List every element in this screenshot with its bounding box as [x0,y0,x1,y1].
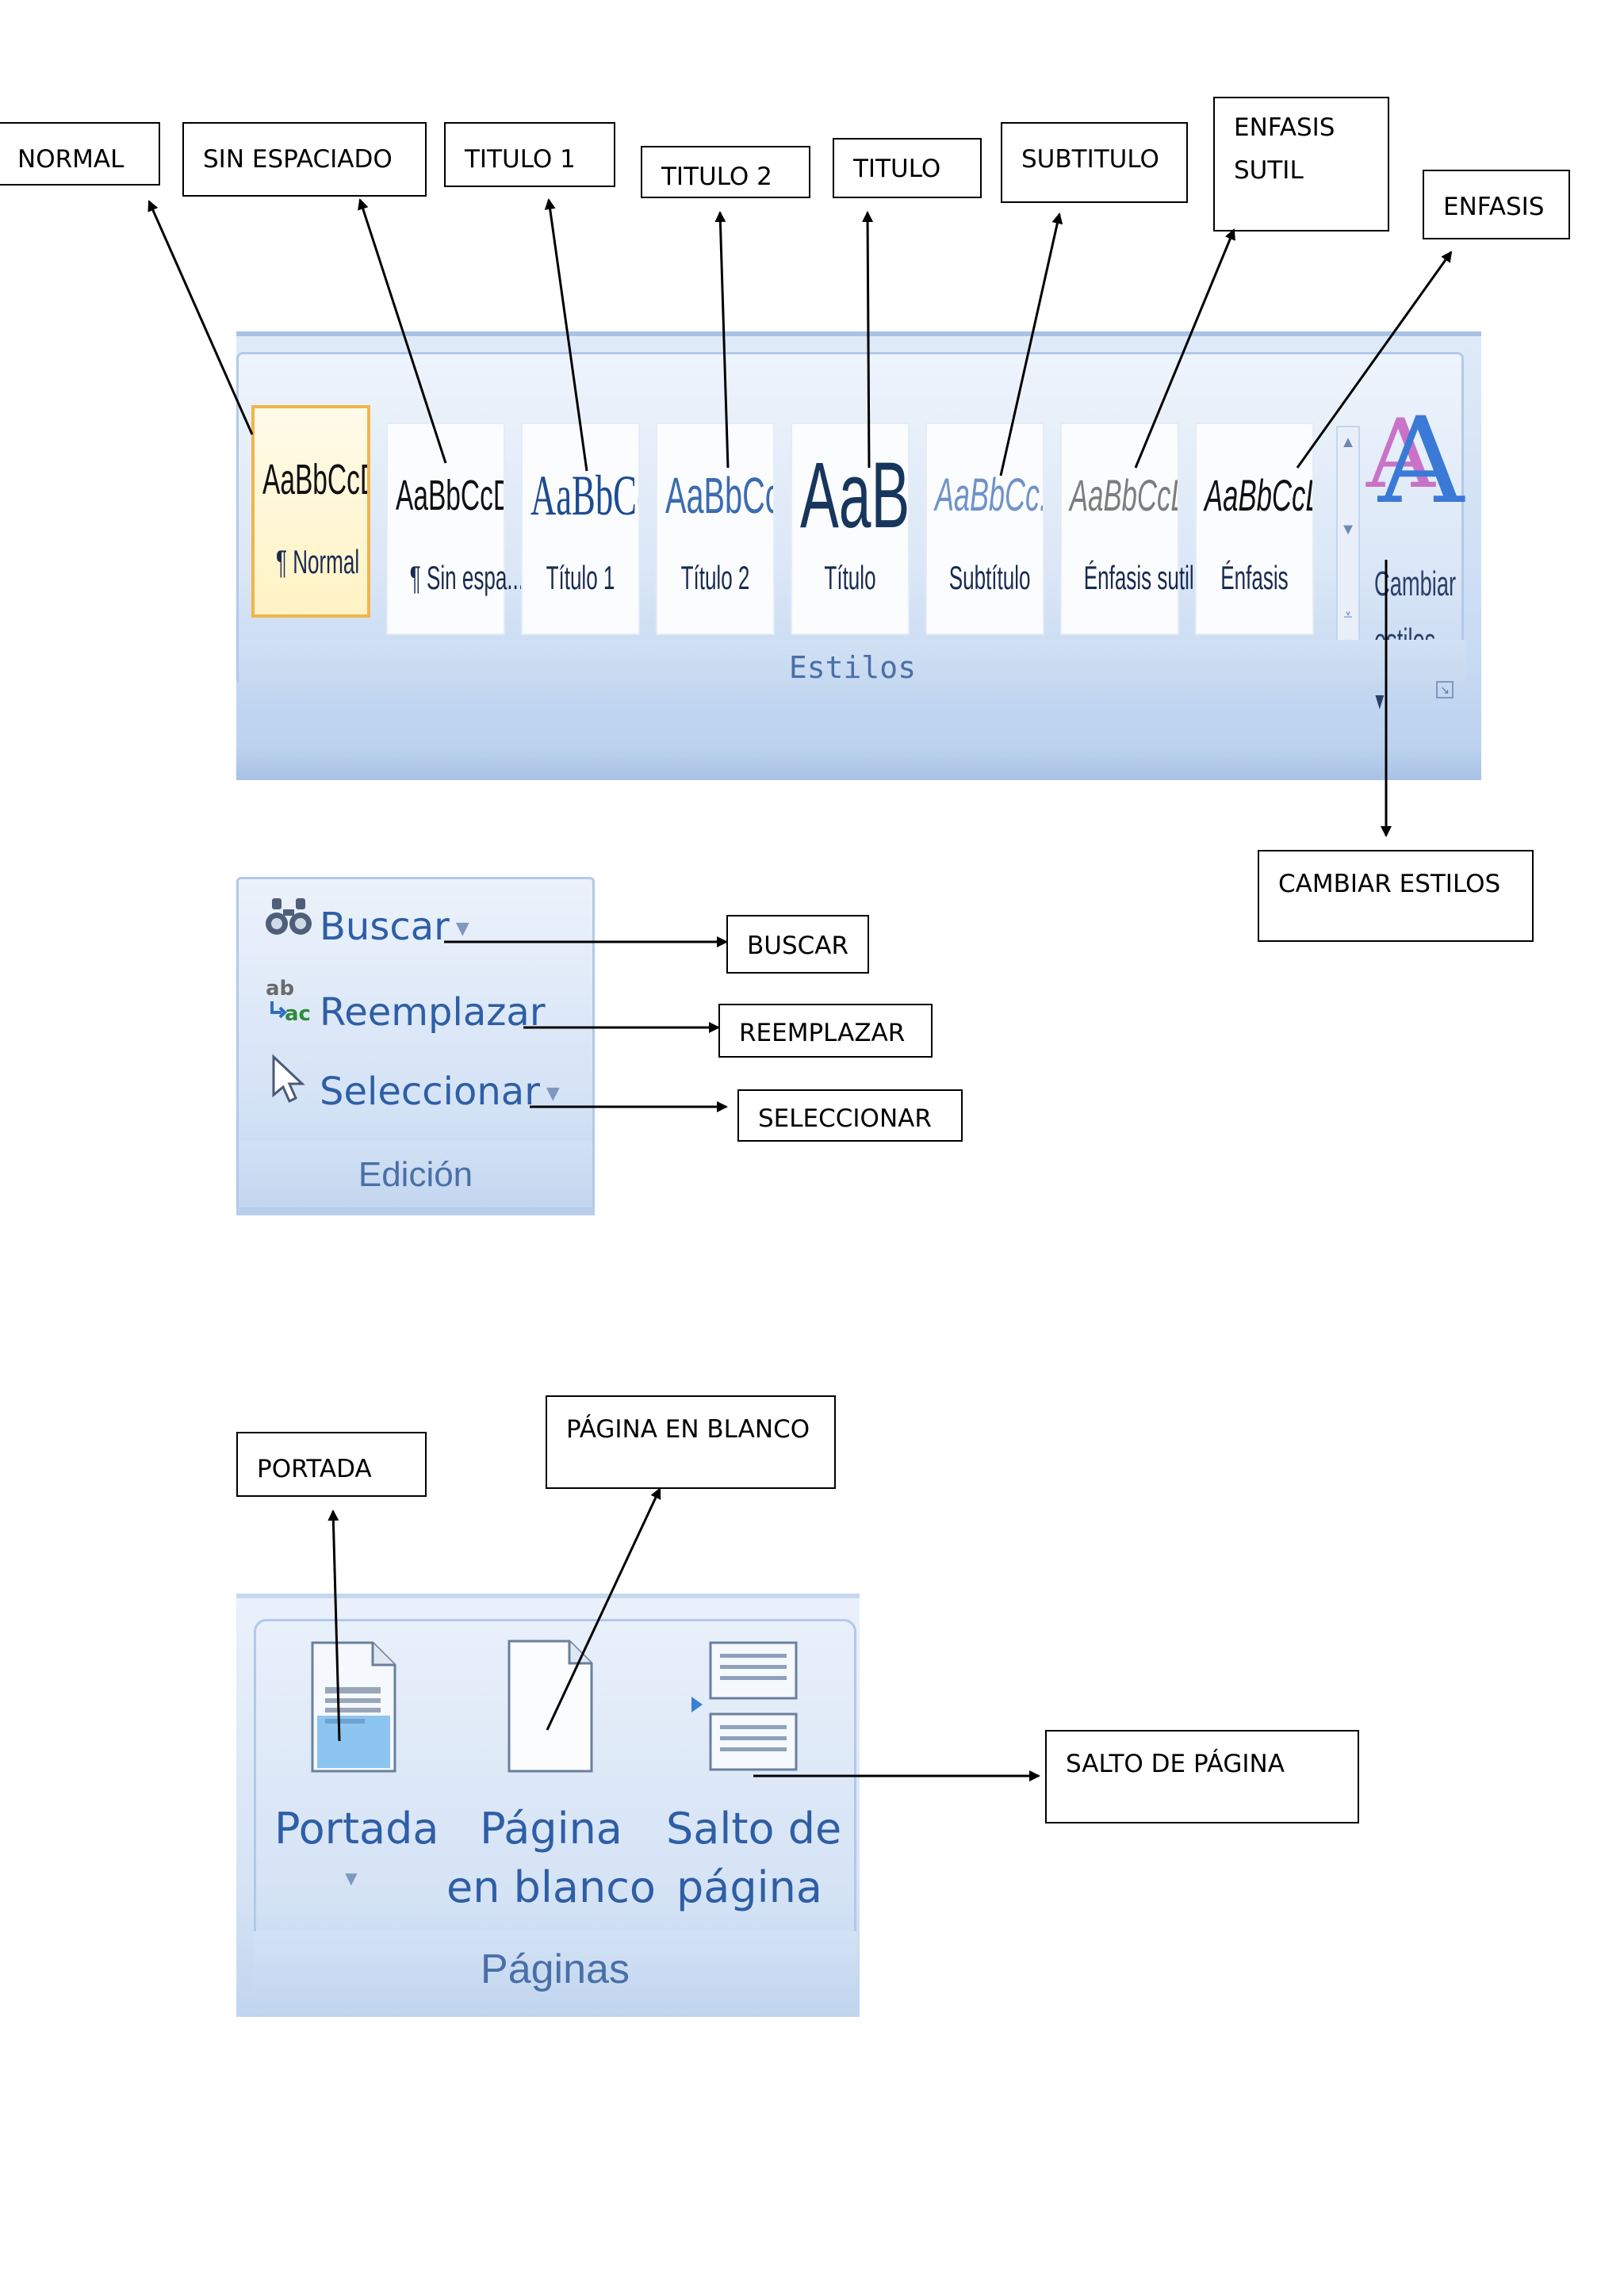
cursor-icon [266,1054,320,1123]
style-sample: AaB [800,448,908,543]
style-sample: AaBbCc. [935,469,1043,521]
callout-enfasis-sutil: ENFASIS SUTIL [1213,97,1389,232]
salto-de-pagina-line1: Salto de [666,1804,842,1854]
style-sample: AaBbCc [665,467,773,524]
style-sample: AaBbCcDc [1205,470,1312,520]
scroll-down-icon[interactable]: ▼ [1340,521,1356,538]
callout-salto-de-pagina: SALTO DE PÁGINA [1045,1730,1359,1823]
arrow-enfasis-sutil [1134,228,1235,469]
styles-panel: AaBbCcDc ¶ Normal AaBbCcDc ¶ Sin espa...… [236,352,1466,718]
portada-button[interactable]: Portada [274,1804,439,1854]
more-styles-icon[interactable]: ⩡ [1343,607,1353,624]
callout-sin-espaciado: SIN ESPACIADO [182,122,427,197]
dialog-launcher-icon[interactable]: ↘ [1436,681,1454,698]
arrow-titulo2 [714,211,730,469]
styles-scrollbar[interactable]: ▲ ▼ ⩡ [1336,426,1360,656]
arrow-pagina-en-blanco [546,1487,661,1731]
style-name: Título 1 [546,559,615,596]
salto-de-pagina-button[interactable]: Salto de página [666,1800,842,1917]
style-enfasis[interactable]: AaBbCcDc Énfasis [1195,423,1314,635]
chevron-down-icon: ▼ [546,1084,560,1104]
callout-normal: NORMAL [0,122,160,186]
style-name: Título 2 [680,559,750,596]
style-enfasis-sutil[interactable]: AaBbCcDc Énfasis sutil [1060,423,1194,635]
ribbon-bottom-bar [236,747,1481,780]
styles-group-title: Estilos [239,640,1466,695]
binoculars-icon [266,895,320,959]
style-sin-espaciado[interactable]: AaBbCcDc ¶ Sin espa... [386,423,524,635]
callout-pagina-en-blanco: PÁGINA EN BLANCO [546,1395,836,1489]
buscar-button[interactable]: Buscar▼ [266,895,469,959]
blank-page-icon [506,1638,595,1778]
arrow-subtitulo [999,212,1063,476]
arrow-sin-espaciado [358,198,447,464]
styles-ribbon: AaBbCcDc ¶ Normal AaBbCcDc ¶ Sin espa...… [236,331,1481,780]
buscar-label: Buscar [320,905,450,949]
arrow-portada [327,1510,341,1742]
callout-seleccionar: SELECCIONAR [737,1089,963,1142]
style-sample: AaBbCcDc [396,472,504,519]
chevron-down-icon: ▼ [455,919,469,939]
change-styles-line1: Cambiar [1374,564,1457,603]
callout-reemplazar: REEMPLAZAR [718,1004,933,1058]
callout-titulo2: TITULO 2 [641,146,810,198]
scroll-up-icon[interactable]: ▲ [1340,434,1356,451]
style-name: Título [824,559,876,596]
style-sample: AaBbCcDc [1070,470,1178,520]
pagina-en-blanco-button[interactable]: Página en blanco [444,1800,658,1917]
pagina-en-blanco-line1: Página [480,1804,622,1854]
style-subtitulo[interactable]: AaBbCc. Subtítulo [925,423,1044,635]
style-normal[interactable]: AaBbCcDc ¶ Normal [251,405,370,618]
arrow-titulo1 [544,198,588,472]
callout-titulo1: TITULO 1 [444,122,615,187]
edicion-bottom-bar [236,1207,595,1215]
chevron-down-icon[interactable]: ▼ [341,1866,362,1890]
reemplazar-label: Reemplazar [320,990,546,1035]
style-sample: AaBbC( [530,464,638,527]
svg-text:ab: ab [266,977,294,1001]
callout-enfasis: ENFASIS [1423,170,1570,239]
callout-portada: PORTADA [236,1432,427,1497]
style-sample: AaBbCcDc [262,456,367,503]
callout-subtitulo: SUBTITULO [1001,122,1188,203]
arrow-normal [147,200,254,435]
change-styles-icon[interactable]: A A [1366,400,1465,521]
edicion-group-title: Edición [239,1141,592,1209]
arrow-enfasis [1296,251,1453,469]
seleccionar-label: Seleccionar [320,1070,540,1114]
salto-de-pagina-line2: página [676,1862,822,1912]
style-titulo2[interactable]: AaBbCc Título 2 [656,423,775,635]
style-name: Énfasis [1220,559,1289,596]
page-break-icon [688,1640,799,1778]
callout-cambiar-estilos: CAMBIAR ESTILOS [1258,850,1534,942]
paginas-group-title: Páginas [254,1931,856,2007]
arrow-titulo [862,211,874,469]
pagina-en-blanco-line2: en blanco [446,1862,656,1912]
style-titulo1[interactable]: AaBbC( Título 1 [521,423,640,635]
svg-text:ac: ac [285,1002,311,1025]
paginas-group: Portada ▼ Página en blanco Salto de pági… [236,1594,860,2017]
style-titulo[interactable]: AaB Título [791,423,910,635]
style-name: ¶ Normal [275,543,360,580]
change-styles-icon-front: A [1377,392,1465,530]
callout-titulo: TITULO [833,138,982,198]
callout-buscar: BUSCAR [726,915,869,974]
seleccionar-button[interactable]: Seleccionar ▼ [266,1054,560,1117]
change-styles-icon-back: A [1366,400,1435,510]
style-name: Subtítulo [948,559,1031,596]
cover-page-icon [309,1640,398,1778]
